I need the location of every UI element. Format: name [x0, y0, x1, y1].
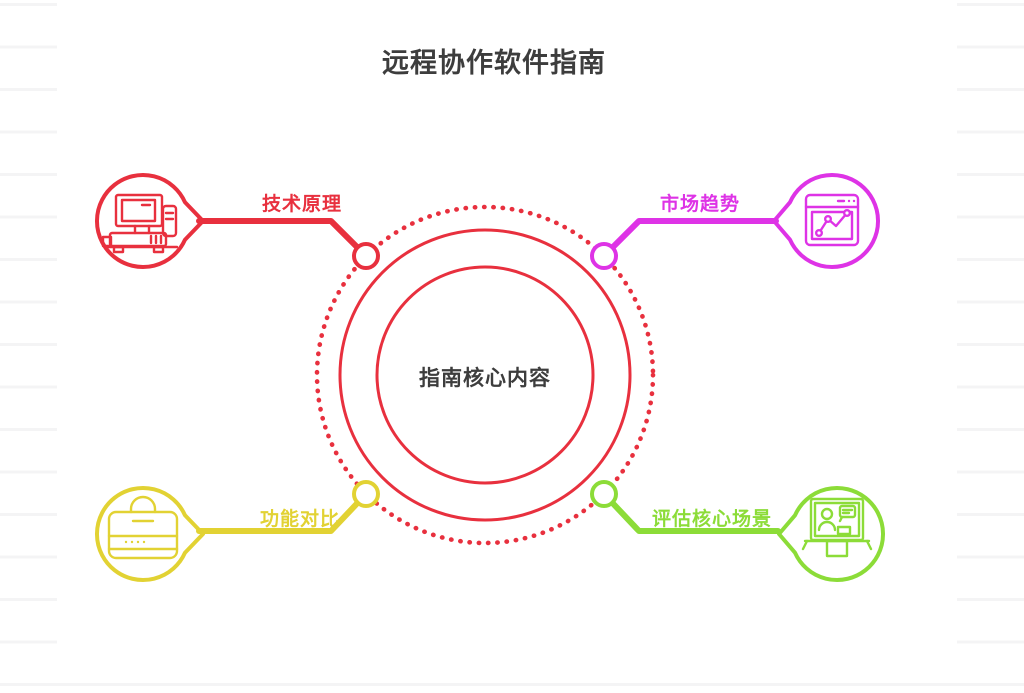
branch-feature-connector: [196, 491, 369, 534]
branch-eval[interactable]: [590, 480, 885, 582]
branch-eval-bubble[interactable]: [777, 486, 885, 582]
branch-feature[interactable]: [95, 480, 380, 582]
briefcase-icon: [107, 495, 179, 560]
center-dotted-ring: [314, 204, 656, 546]
page-title: 远程协作软件指南: [382, 48, 606, 78]
branch-eval-label[interactable]: 评估核心场景: [651, 509, 772, 530]
browser-chart-icon: [804, 193, 860, 247]
center-topic-label[interactable]: 指南核心内容: [419, 367, 551, 390]
branch-tech-label[interactable]: 技术原理: [261, 194, 342, 215]
branch-eval-node[interactable]: [590, 480, 618, 508]
branch-market-bubble[interactable]: [772, 173, 880, 269]
branch-market-node[interactable]: [590, 242, 618, 270]
diagram-canvas: [57, 0, 957, 661]
branch-feature-label[interactable]: 功能对比: [259, 509, 340, 530]
branch-market-connector: [601, 218, 779, 259]
branch-eval-connector: [601, 491, 781, 534]
center-topic-rings[interactable]: [314, 204, 656, 546]
center-outer-ring: [338, 228, 632, 522]
branch-market-label[interactable]: 市场趋势: [659, 194, 740, 215]
branch-feature-bubble[interactable]: [95, 486, 205, 582]
computer-terminal-icon: [101, 193, 179, 254]
branch-tech-connector: [196, 218, 369, 259]
branch-tech-bubble[interactable]: [95, 173, 205, 269]
branch-tech[interactable]: [95, 173, 380, 270]
branch-market[interactable]: [590, 173, 880, 270]
center-inner-ring: [375, 265, 595, 485]
presentation-board-icon: [801, 497, 873, 558]
branch-tech-node[interactable]: [352, 242, 380, 270]
branch-feature-node[interactable]: [352, 480, 380, 508]
